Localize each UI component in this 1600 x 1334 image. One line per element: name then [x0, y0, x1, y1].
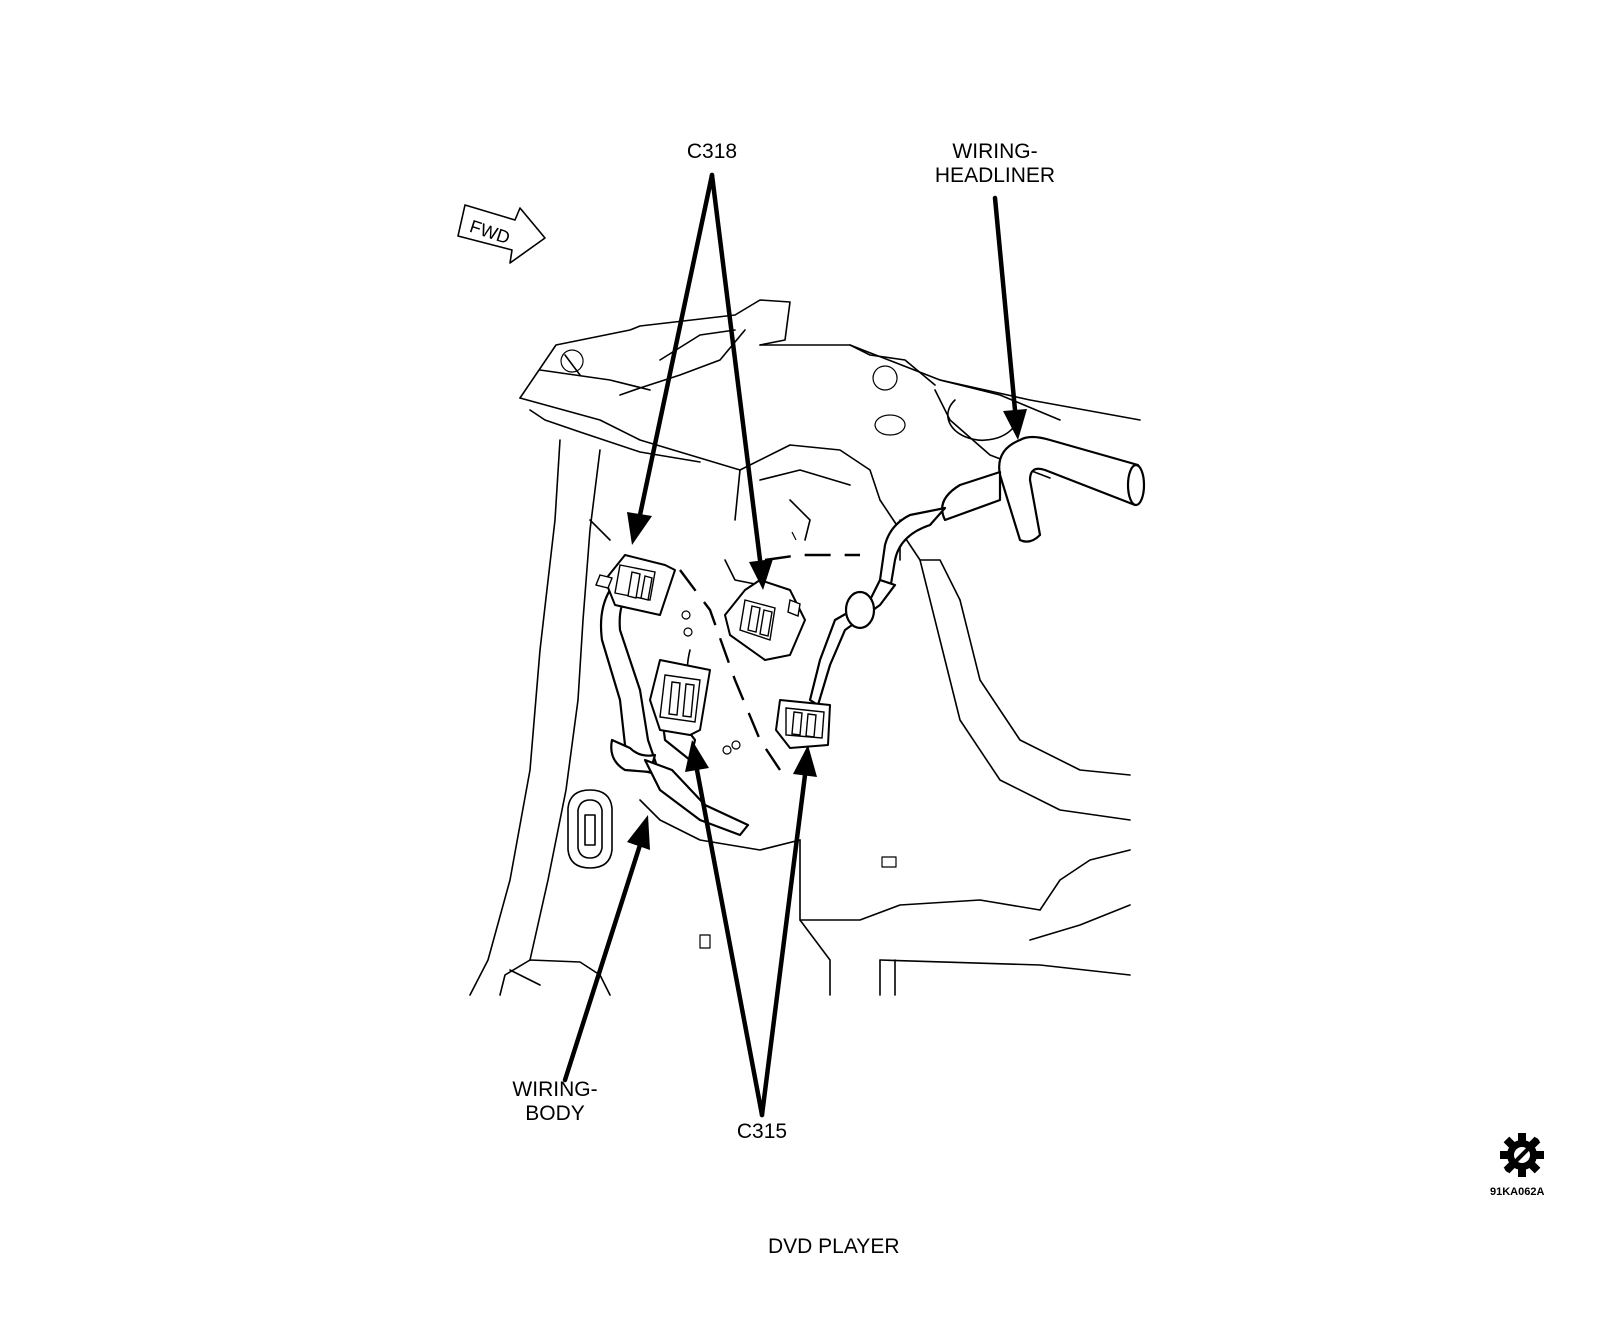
label-c315-text: C315	[736, 1120, 788, 1143]
leader-arrows	[562, 172, 1027, 1118]
fwd-text: FWD	[467, 216, 512, 248]
body-panel-outlines	[469, 299, 1141, 996]
label-wiring-headliner-line2: HEADLINER	[934, 164, 1056, 187]
label-wiring-body-line1: WIRING-	[512, 1078, 598, 1101]
connector-c318-left	[595, 554, 676, 616]
connector-c315-left	[649, 659, 711, 736]
label-wiring-body: WIRING- BODY	[495, 1078, 615, 1126]
gear-icon	[1500, 1133, 1544, 1177]
label-c318-text: C318	[686, 140, 738, 163]
label-wiring-body-line2: BODY	[525, 1102, 585, 1125]
label-wiring-headliner-line1: WIRING-	[952, 140, 1038, 163]
label-c315: C315	[720, 1120, 804, 1144]
fwd-arrow-icon: FWD	[457, 204, 546, 264]
diagram-caption: DVD PLAYER	[768, 1235, 900, 1258]
label-c318: C318	[670, 140, 754, 164]
connector-c318-right	[724, 579, 806, 661]
headliner-harness	[808, 435, 1146, 707]
label-wiring-headliner: WIRING- HEADLINER	[915, 140, 1075, 188]
connector-c315-right	[775, 699, 831, 749]
figure-reference: 91KA062A	[1490, 1186, 1545, 1198]
